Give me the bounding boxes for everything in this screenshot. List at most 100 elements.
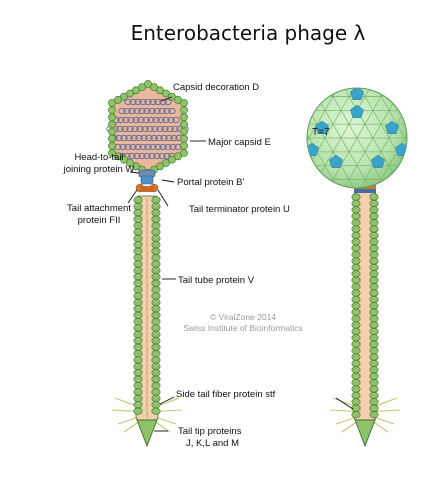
tail-ring-bead bbox=[351, 315, 361, 323]
label-head-to-tail-2: joining protein W bbox=[63, 164, 135, 175]
capsid-bead bbox=[126, 159, 134, 167]
tail-ring-bead bbox=[151, 266, 161, 275]
mesh-face bbox=[285, 69, 301, 83]
mesh-face bbox=[413, 69, 429, 83]
tail-ring-bead bbox=[369, 257, 379, 265]
tail-ring-bead bbox=[351, 379, 361, 387]
capsid-bead bbox=[174, 95, 182, 104]
mesh-face bbox=[396, 96, 407, 111]
tail-tip-right bbox=[354, 419, 376, 448]
dna-loop bbox=[124, 98, 132, 106]
tail-ring-bead bbox=[133, 356, 143, 364]
dna-loop bbox=[127, 116, 135, 124]
pentamer-vertex bbox=[350, 88, 364, 100]
dna-loop bbox=[157, 116, 165, 124]
capsid-bead bbox=[108, 120, 116, 129]
tail-ring-bead bbox=[133, 330, 143, 339]
dna-loop bbox=[133, 107, 141, 115]
capsid-bead bbox=[120, 155, 128, 164]
tail-ring-bead bbox=[133, 247, 143, 255]
mesh-face bbox=[277, 152, 293, 166]
mesh-face bbox=[373, 69, 389, 83]
tail-ring-bead bbox=[151, 234, 161, 242]
mesh-face bbox=[429, 166, 445, 180]
capsid-bead bbox=[180, 141, 188, 150]
mesh-face bbox=[269, 83, 285, 97]
tail-ring-bead bbox=[133, 228, 143, 236]
dna-loop bbox=[143, 152, 151, 160]
mesh-face bbox=[421, 193, 437, 207]
mesh-face bbox=[285, 180, 301, 194]
mesh-face bbox=[301, 193, 317, 207]
mesh-face bbox=[277, 83, 293, 97]
mesh-face bbox=[421, 83, 437, 97]
mesh-face bbox=[285, 166, 301, 180]
capsid-bead bbox=[114, 95, 122, 104]
tail-ring-bead bbox=[151, 388, 161, 396]
tail-ring-bead bbox=[351, 244, 361, 252]
tail-ring-bead bbox=[151, 241, 161, 249]
dna-loop bbox=[156, 125, 164, 133]
dna-loop bbox=[134, 98, 142, 106]
tail-ring-bead bbox=[151, 305, 161, 313]
tail-ring-bead bbox=[369, 295, 379, 304]
mesh-face bbox=[421, 207, 437, 221]
mesh-face bbox=[333, 193, 349, 207]
tail-ring-bead bbox=[133, 222, 143, 230]
dna-loop bbox=[164, 143, 172, 151]
tail-ring-bead bbox=[369, 212, 379, 220]
mesh-face bbox=[413, 152, 429, 166]
tail-ring-bead bbox=[369, 302, 379, 310]
tail-ring-bead bbox=[369, 366, 379, 374]
mesh-face bbox=[413, 207, 429, 221]
dna-loop bbox=[145, 134, 153, 142]
tail-ring-bead bbox=[151, 286, 161, 294]
mesh-face bbox=[309, 69, 325, 83]
tail-ring-bead bbox=[133, 343, 143, 351]
tail-ring-bead bbox=[151, 254, 161, 262]
capsid-bead bbox=[108, 106, 116, 115]
mesh-face bbox=[429, 96, 445, 110]
tail-ring-bead bbox=[151, 202, 161, 210]
tail-ring-bead bbox=[351, 308, 361, 316]
tail-ring-bead bbox=[351, 225, 361, 233]
phage-exterior-view: T=7 bbox=[269, 69, 448, 448]
mesh-face bbox=[317, 193, 333, 207]
mesh-face bbox=[333, 207, 349, 221]
tail-terminator-ring bbox=[140, 186, 154, 192]
mesh-face bbox=[389, 193, 405, 207]
tail-ring-bead bbox=[351, 404, 361, 412]
mesh-face bbox=[413, 83, 429, 97]
mesh-face bbox=[413, 138, 429, 152]
mesh-face bbox=[437, 138, 448, 152]
tail-tube-rings-right bbox=[351, 193, 379, 419]
mesh-face bbox=[429, 152, 445, 166]
mesh-face bbox=[429, 124, 445, 138]
dna-loop bbox=[135, 134, 143, 142]
mesh-face bbox=[277, 69, 293, 83]
dna-loop bbox=[164, 98, 172, 106]
mesh-face bbox=[308, 88, 326, 98]
tail-ring-bead bbox=[351, 302, 361, 310]
pentamer-vertex bbox=[315, 120, 329, 134]
capsid-bead bbox=[180, 134, 188, 143]
tail-ring-bead bbox=[151, 209, 161, 217]
tail-ring-bead bbox=[351, 231, 361, 239]
tail-ring-bead bbox=[351, 391, 361, 400]
mesh-face bbox=[325, 69, 341, 83]
dna-loop bbox=[128, 152, 136, 160]
mesh-face bbox=[437, 83, 448, 97]
tail-ring-bead bbox=[151, 324, 161, 332]
dna-loop bbox=[129, 98, 137, 106]
capsid-bead bbox=[180, 106, 188, 115]
tail-ring-bead bbox=[133, 388, 143, 396]
tail-ring-bead bbox=[133, 401, 143, 409]
mesh-face bbox=[269, 152, 285, 166]
tail-ring-bead bbox=[369, 353, 379, 361]
tail-ring-bead bbox=[369, 244, 379, 252]
label-side-tail-fiber: Side tail fiber protein stf bbox=[176, 389, 276, 400]
dna-loop bbox=[146, 125, 154, 133]
mesh-face bbox=[389, 69, 405, 83]
mesh-face bbox=[396, 165, 407, 180]
mesh-face bbox=[396, 123, 407, 139]
